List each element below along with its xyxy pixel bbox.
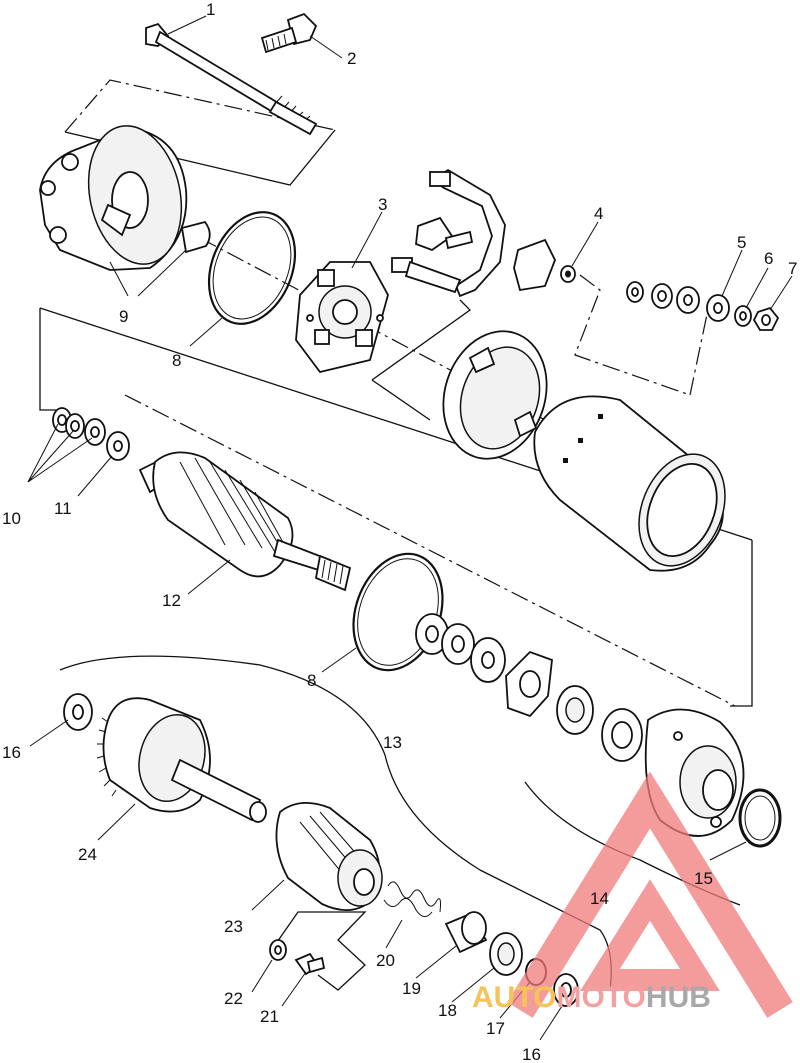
brush-leads [391,168,556,298]
callout-label: 2 [347,49,356,68]
pin-and-washer [269,939,326,976]
watermark-triangle-inner [580,879,720,991]
overrunning-clutch [275,802,383,911]
commutator-end-housing [39,125,211,271]
pinion-bushing [444,911,488,954]
callout-label: 11 [54,499,72,518]
callout-label: 22 [224,989,243,1008]
drive-end-bearing [489,932,523,976]
leader-lines [27,15,793,1041]
callout-label: 16 [522,1045,541,1063]
callout-label: 1 [206,0,215,19]
callout-label: 18 [438,1001,457,1020]
callout-label: 13 [383,733,402,752]
callout-label: 8 [172,351,181,370]
callout-label: 23 [224,917,243,936]
callout-label: 5 [737,233,746,252]
svg-text:AUTOMOTOHUB: AUTOMOTOHUB [472,981,711,1014]
callout-label: 20 [376,951,395,970]
o-ring-upper [207,211,297,325]
callout-label: 3 [378,195,387,214]
watermark-triangle [507,771,793,1018]
watermark-logo: AUTOMOTOHUB [472,771,793,1018]
callout-label: 8 [307,671,316,690]
motor-yoke [533,395,726,572]
drive-end-o-ring [738,788,782,848]
callout-label: 10 [2,509,21,528]
thrust-washers [52,407,130,461]
callout-label: 24 [78,845,97,864]
terminal-hardware [626,281,780,331]
callout-label: 16 [2,743,21,762]
callout-label: 14 [590,889,609,908]
callout-label: 6 [764,249,773,268]
pinion-spring [383,881,441,917]
callout-label: 15 [694,869,713,888]
callout-label: 19 [402,979,421,998]
armature [138,451,352,592]
brush-ring [442,330,548,460]
callout-label: 9 [119,307,128,326]
watermark-hub: HUB [646,981,711,1014]
terminal-washer [560,265,576,283]
thrust-washer-left [63,693,93,731]
drive-end-washers [415,613,643,762]
output-shaft-ring-gear [96,697,267,823]
callout-label: 21 [260,1007,279,1026]
watermark-moto: MOTO [556,981,645,1014]
callout-label: 7 [788,259,797,278]
watermark-auto: AUTO [472,981,556,1014]
callout-label: 12 [162,591,181,610]
brush-holder-plate [295,261,389,374]
callout-label: 4 [594,204,603,223]
short-bolt [260,12,318,54]
through-bolt [145,22,318,136]
callout-label: 17 [486,1019,505,1038]
o-ring-lower [352,552,444,672]
